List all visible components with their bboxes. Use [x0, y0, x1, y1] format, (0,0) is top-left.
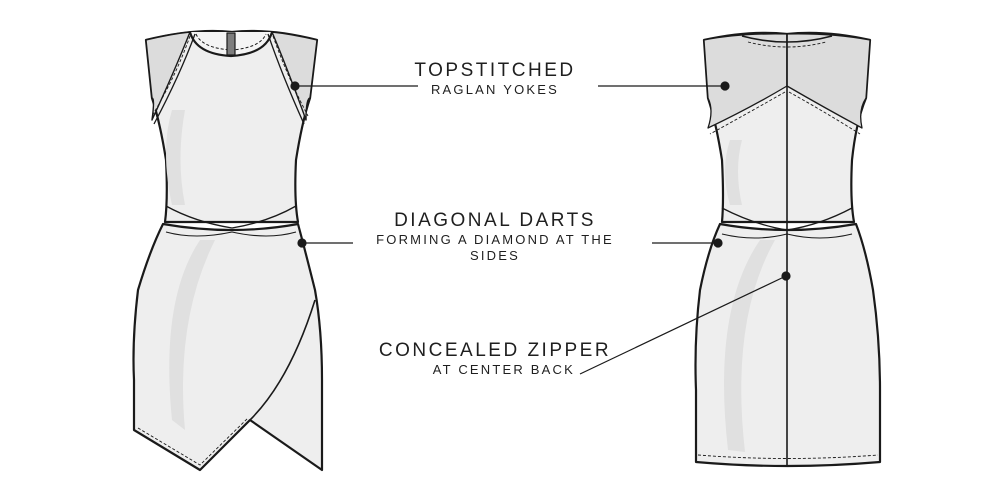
front-diagonal-dart-upper-right: [231, 205, 297, 229]
callout-diagonal-darts: DIAGONAL DARTS FORMING A DIAMOND AT THE …: [345, 210, 645, 264]
callout-concealed-zipper: CONCEALED ZIPPER AT CENTER BACK: [365, 340, 625, 378]
front-diagonal-dart-upper-left: [165, 205, 233, 229]
leader-dot-back-yoke: [720, 81, 730, 91]
front-skirt: [132, 222, 324, 472]
callout-leaders: [290, 81, 791, 375]
front-bodice-shadow: [166, 110, 185, 205]
callout-darts-subtitle-line2: SIDES: [469, 248, 520, 263]
back-hem-topstitch: [697, 454, 879, 459]
leader-zipper: [579, 275, 787, 375]
callout-darts-title: DIAGONAL DARTS: [394, 210, 596, 231]
back-skirt-shadow: [724, 240, 775, 452]
front-raglan-seam-left: [153, 33, 196, 125]
back-yoke-left: [703, 33, 788, 129]
callout-zipper-subtitle: AT CENTER BACK: [432, 362, 575, 377]
leader-dot-zipper: [781, 271, 791, 281]
back-yoke-right: [786, 33, 871, 129]
front-wrap-overlap: [249, 299, 316, 421]
front-raglan-seam-right: [267, 33, 305, 125]
back-yoke-topstitch-left: [709, 91, 786, 135]
zipper-peek: [226, 32, 236, 56]
back-side-dart-left: [721, 233, 788, 239]
back-bodice-shadow: [725, 140, 742, 205]
back-side-dart-right: [786, 233, 853, 239]
back-yoke-topstitch-right: [788, 91, 861, 135]
callout-darts-subtitle-line1: FORMING A DIAMOND AT THE: [376, 232, 614, 247]
front-topstitch-right: [272, 35, 309, 117]
front-skirt-shadow: [169, 240, 215, 430]
front-side-dart-left: [165, 231, 233, 237]
dress-front-view: [132, 29, 324, 472]
front-raglan-yoke-right: [271, 31, 318, 121]
leader-dot-front-dart: [297, 238, 307, 248]
leader-dot-back-dart: [713, 238, 723, 248]
front-hem-topstitch: [137, 417, 249, 466]
callout-topstitched-raglan-yokes: TOPSTITCHED RAGLAN YOKES: [395, 60, 595, 98]
callout-zipper-title: CONCEALED ZIPPER: [378, 340, 612, 361]
dress-back-view: [694, 31, 882, 468]
front-side-dart-right: [231, 231, 297, 237]
back-neck-band: [747, 41, 827, 48]
front-bodice: [144, 29, 319, 224]
callout-yokes-subtitle: RAGLAN YOKES: [430, 82, 560, 97]
leader-dot-front-yoke: [290, 81, 300, 91]
callout-yokes-title: TOPSTITCHED: [414, 60, 576, 81]
front-raglan-yoke-left: [145, 31, 191, 121]
